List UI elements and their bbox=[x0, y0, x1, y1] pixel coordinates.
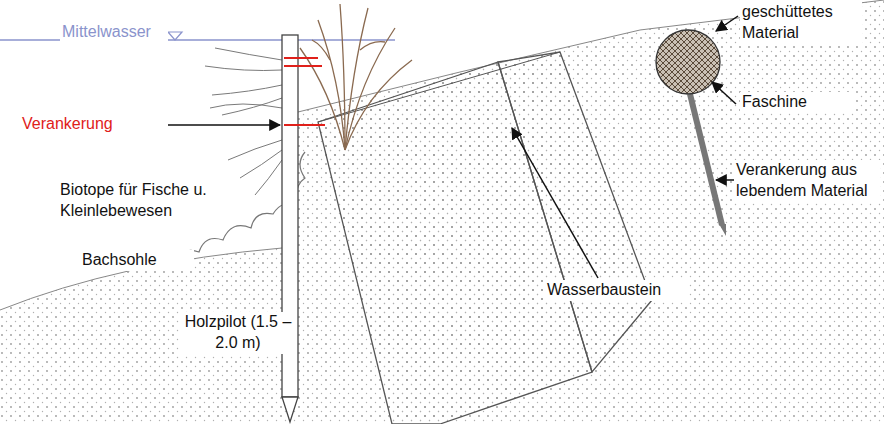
bank-line bbox=[298, 0, 884, 112]
biotope-label: Biotope für Fische u. Kleinlebewesen bbox=[58, 180, 240, 222]
stone-label: Wasserbaustein bbox=[545, 280, 689, 301]
stream-bed-label: Bachsohle bbox=[80, 250, 194, 271]
water-level-label: Mittelwasser bbox=[60, 22, 168, 43]
stone-edge bbox=[318, 52, 560, 122]
anchoring-label: Verankerung bbox=[20, 114, 164, 135]
material-label: geschüttetes Material bbox=[740, 2, 862, 44]
pile-label: Holzpilot (1.5 – 2.0 m) bbox=[180, 312, 296, 354]
stake-tip bbox=[719, 224, 726, 236]
fascine bbox=[656, 30, 720, 94]
stone-block-side bbox=[498, 52, 652, 372]
stake-label: Verankerung aus lebendem Material bbox=[734, 160, 880, 202]
anchoring bbox=[284, 58, 325, 125]
water-level-symbol bbox=[168, 32, 182, 40]
fascine-label: Faschine bbox=[740, 92, 854, 113]
living-stake bbox=[690, 94, 722, 225]
pile-tip bbox=[282, 397, 298, 422]
stream-bed-line bbox=[0, 248, 282, 310]
leader-lines bbox=[168, 16, 738, 278]
roots bbox=[205, 48, 282, 195]
willow-cutting bbox=[300, 4, 412, 150]
